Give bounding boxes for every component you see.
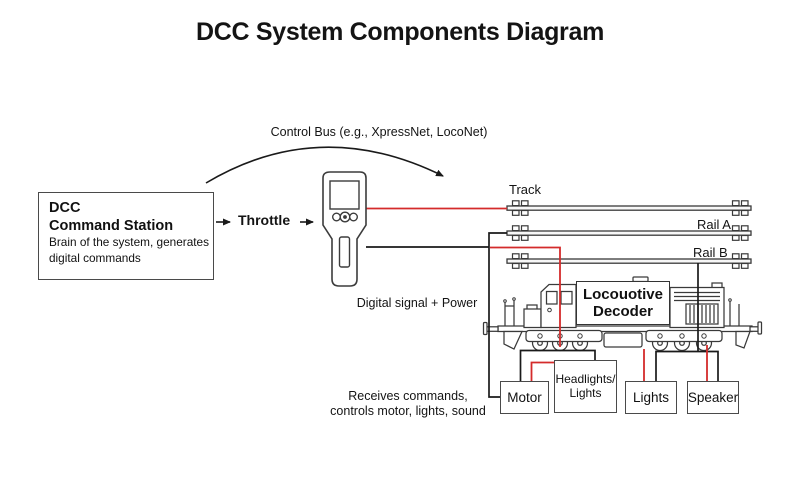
decoder-note-line1: Receives commands,: [348, 389, 468, 403]
digital-signal-label: Digital signal + Power: [356, 296, 478, 310]
command-station-name-line2: Command Station: [49, 218, 174, 235]
radiator-grille: [689, 305, 715, 323]
control-bus-arrow: [205, 146, 444, 184]
command-station-box: DCC Command Station Brain of the system,…: [38, 192, 214, 280]
command-station-desc-line2: digital commands: [49, 250, 141, 265]
rail-a-to-motor-wire: [488, 232, 507, 398]
motor-box: Motor: [500, 381, 549, 414]
rail-a-label: Rail A: [697, 217, 731, 232]
motor-headlights-wire-red: [530, 361, 554, 381]
track-label: Track: [509, 182, 542, 197]
black-wires: [366, 232, 719, 398]
lights-box: Lights: [625, 381, 677, 414]
lights-speaker-bracket: [655, 350, 719, 381]
control-bus-label: Control Bus (e.g., XpressNet, LocoNet): [270, 125, 488, 139]
speaker-label: Speaker: [687, 389, 739, 405]
throttle-screen: [329, 180, 360, 210]
headlights-box: Headlights/ Lights: [554, 360, 617, 413]
throttle-label: Throttle: [238, 212, 291, 228]
motor-headlights-bracket: [519, 349, 596, 381]
power-drop-wire-red: [490, 246, 561, 347]
handrails: [504, 300, 740, 326]
throttle-button: [349, 212, 359, 222]
decoder-note: Receives commands, controls motor, light…: [322, 389, 494, 420]
locomotive-decoder-box: Locouotive Decoder: [576, 281, 670, 325]
throttle-slot: [338, 236, 351, 268]
speaker-box: Speaker: [687, 381, 739, 414]
motor-label: Motor: [507, 389, 542, 405]
page-title: DCC System Components Diagram: [195, 18, 605, 46]
decoder-label-line2: Decoder: [592, 303, 654, 320]
throttle-button: [332, 212, 342, 222]
decoder-note-line2: controls motor, lights, sound: [330, 404, 486, 419]
lights-label: Lights: [632, 389, 670, 405]
headlights-label-line2: Lights: [569, 385, 602, 400]
throttle-device-icon: [322, 171, 367, 287]
headlights-label-line1: Headlights/: [555, 372, 616, 387]
command-station-desc-line1: Brain of the system, generates: [49, 235, 209, 250]
rail-b: [506, 253, 752, 269]
command-station-name-line1: DCC: [49, 200, 81, 216]
decoder-label-line1: Locouotive: [582, 285, 663, 303]
track-rail: [506, 200, 752, 216]
rail-b-label: Rail B: [693, 245, 728, 260]
rear-vents: [674, 291, 720, 302]
red-wires: [366, 207, 708, 381]
